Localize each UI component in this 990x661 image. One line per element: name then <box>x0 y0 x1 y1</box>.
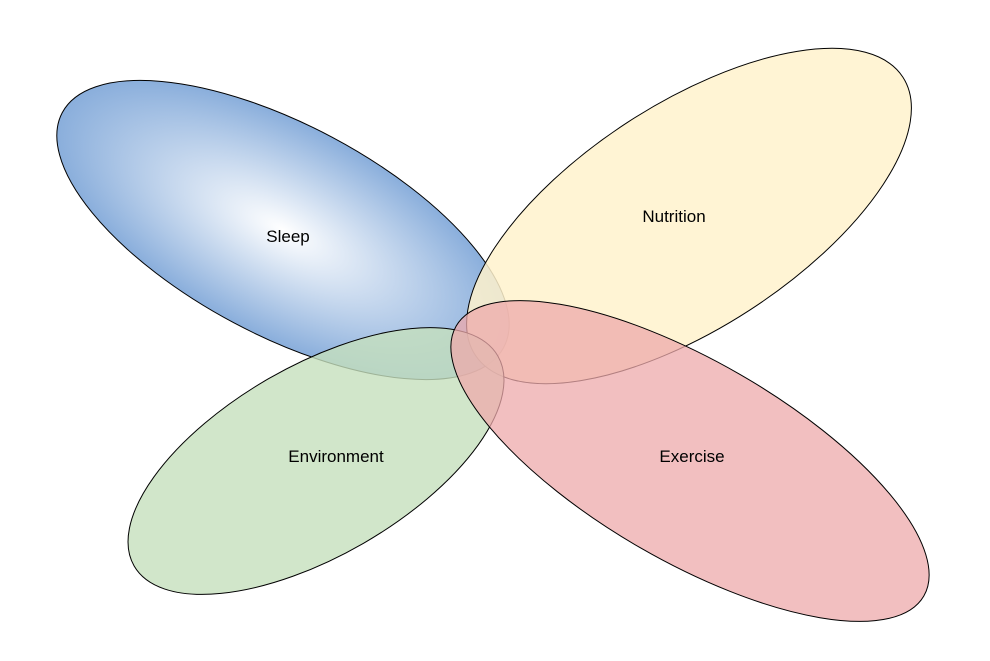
environment-label: Environment <box>288 447 384 466</box>
nutrition-label: Nutrition <box>642 207 705 226</box>
sleep-label: Sleep <box>266 227 309 246</box>
exercise-label: Exercise <box>659 447 724 466</box>
exercise-ellipse[interactable] <box>406 239 974 661</box>
